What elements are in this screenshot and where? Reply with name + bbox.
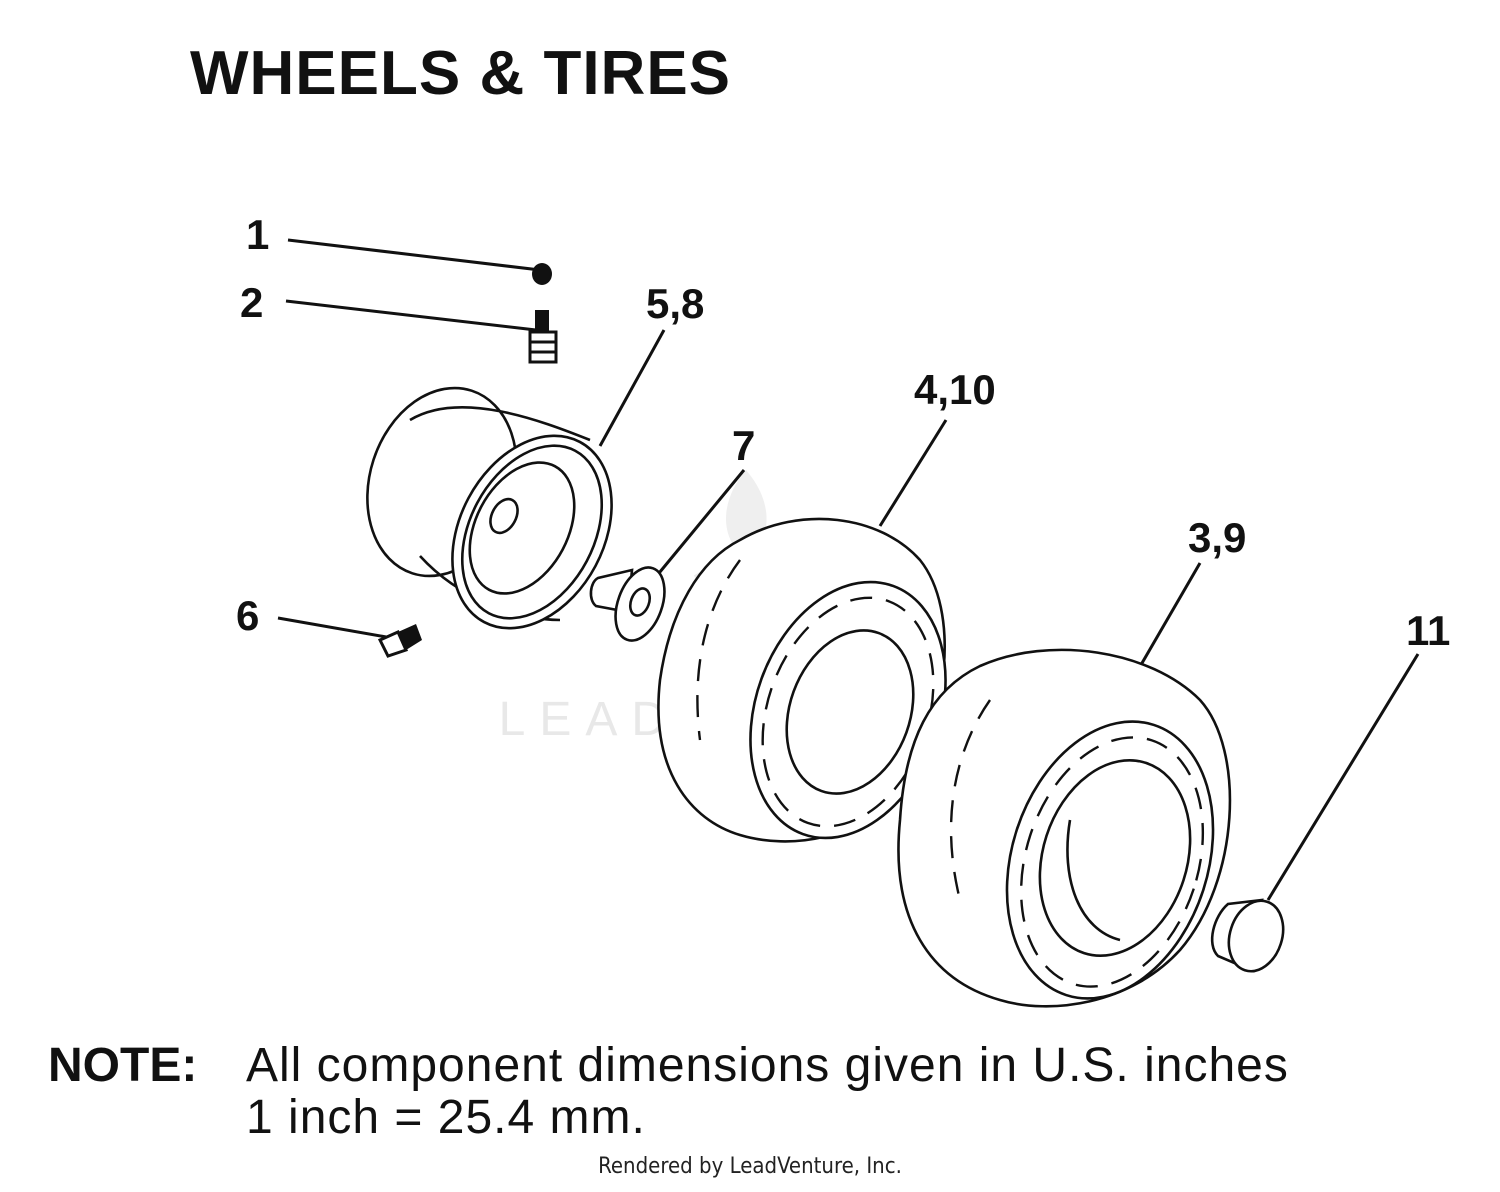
- callout-1: 1: [246, 211, 269, 258]
- hub-cap-part-11: [1210, 898, 1285, 973]
- valve-cap-part-1: [532, 263, 552, 285]
- screw-part-6: [377, 624, 422, 658]
- note-text-line-1: All component dimensions given in U.S. i…: [246, 1039, 1289, 1092]
- note-label: NOTE:: [48, 1039, 198, 1092]
- callout-4-10: 4,10: [914, 366, 996, 413]
- rim-part-5-8: [366, 386, 613, 630]
- callout-7: 7: [732, 422, 755, 469]
- valve-stem-part-2: [528, 310, 558, 364]
- footer-credit: Rendered by LeadVenture, Inc.: [598, 1154, 902, 1179]
- bushing-part-7: [589, 566, 666, 642]
- callout-5-8: 5,8: [646, 280, 704, 327]
- callout-11: 11: [1406, 607, 1450, 654]
- tire-part-3-9: [897, 648, 1232, 1008]
- callout-2: 2: [240, 279, 263, 326]
- callout-3-9: 3,9: [1188, 514, 1246, 561]
- leader-lines: [277, 238, 1420, 901]
- page-title: WHEELS & TIRES: [190, 39, 732, 108]
- note-text-line-2: 1 inch = 25.4 mm.: [246, 1091, 646, 1144]
- callout-6: 6: [236, 592, 259, 639]
